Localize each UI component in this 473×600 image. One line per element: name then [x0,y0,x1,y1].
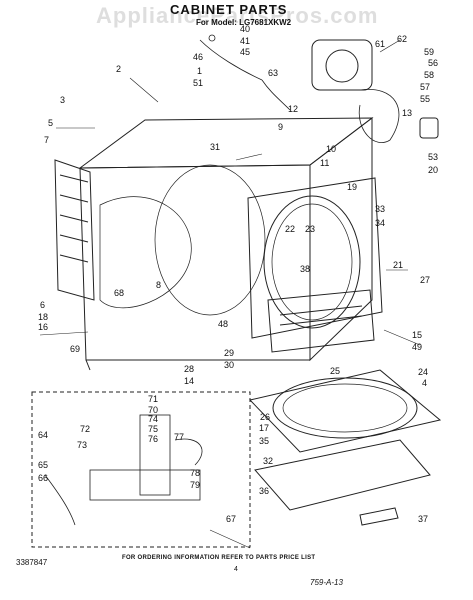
callout-11: 11 [320,158,329,168]
callout-14: 14 [184,376,194,386]
cabinet-body [78,116,374,371]
front-panel [247,177,383,339]
callout-27: 27 [420,275,430,285]
callout-68: 68 [114,288,124,298]
callout-53: 53 [428,152,438,162]
toe-panel [267,289,375,353]
callout-67: 67 [226,514,236,524]
callout-6: 6 [40,300,45,310]
callout-58: 58 [424,70,434,80]
diagram-code: 759-A-13 [310,578,343,587]
callout-48: 48 [218,319,228,329]
callout-56: 56 [428,58,438,68]
callout-29: 29 [224,348,234,358]
callout-41: 41 [240,36,250,46]
callout-62: 62 [397,34,407,44]
callout-49: 49 [412,342,422,352]
callout-79: 79 [190,480,200,490]
callout-61: 61 [375,39,385,49]
callout-33: 33 [375,204,385,214]
door-assembly [249,369,442,526]
callout-45: 45 [240,47,250,57]
page-number: 4 [234,566,238,573]
watermark: AppliancePartsPros.com [96,3,379,28]
callout-32: 32 [263,456,273,466]
control-assembly [44,414,203,526]
callout-65: 65 [38,460,48,470]
part-number: 3387847 [16,558,48,567]
callout-75: 75 [148,424,158,434]
callout-66: 66 [38,473,48,483]
callout-72: 72 [80,424,90,434]
callout-8: 8 [156,280,161,290]
motor-assembly [311,39,439,143]
callout-76: 76 [148,434,158,444]
callout-16: 16 [38,322,48,332]
callout-71: 71 [148,394,158,404]
callout-74: 74 [148,414,158,424]
inset-box [31,391,251,548]
callout-57: 57 [420,82,430,92]
leader-lines [39,39,421,549]
callout-25: 25 [330,366,340,376]
callout-77: 77 [174,432,184,442]
callout-36: 36 [259,486,269,496]
callout-78: 78 [190,468,200,478]
callout-15: 15 [412,330,422,340]
callout-18: 18 [38,312,48,322]
callout-34: 34 [375,218,385,228]
top-wiring [199,34,291,111]
callout-51: 51 [193,78,203,88]
callout-4: 4 [422,378,427,388]
callout-40: 40 [240,24,250,34]
callout-30: 30 [224,360,234,370]
callout-9: 9 [278,122,283,132]
callout-2: 2 [116,64,121,74]
callout-69: 69 [70,344,80,354]
callout-21: 21 [393,260,403,270]
callout-10: 10 [326,144,336,154]
callout-5: 5 [48,118,53,128]
callout-38: 38 [300,264,310,274]
callout-12: 12 [288,104,298,114]
callout-70: 70 [148,405,158,415]
callout-64: 64 [38,430,48,440]
callout-37: 37 [418,514,428,524]
callout-1: 1 [197,66,202,76]
callout-13: 13 [402,108,412,118]
callout-59: 59 [424,47,434,57]
callout-26: 26 [260,412,270,422]
model-subtitle: For Model: LG7681XKW2 [196,18,292,27]
callout-28: 28 [184,364,194,374]
callout-22: 22 [285,224,295,234]
diagram-title: CABINET PARTS [170,2,288,17]
callout-73: 73 [77,440,87,450]
callout-35: 35 [259,436,269,446]
callout-19: 19 [347,182,357,192]
callout-24: 24 [418,367,428,377]
callout-7: 7 [44,135,49,145]
ordering-note: FOR ORDERING INFORMATION REFER TO PARTS … [122,555,316,561]
callout-46: 46 [193,52,203,62]
side-panel [54,159,95,301]
callout-23: 23 [305,224,315,234]
callout-20: 20 [428,165,438,175]
callout-3: 3 [60,95,65,105]
callout-63: 63 [268,68,278,78]
callout-17: 17 [259,423,269,433]
callout-55: 55 [420,94,430,104]
callout-31: 31 [210,142,220,152]
